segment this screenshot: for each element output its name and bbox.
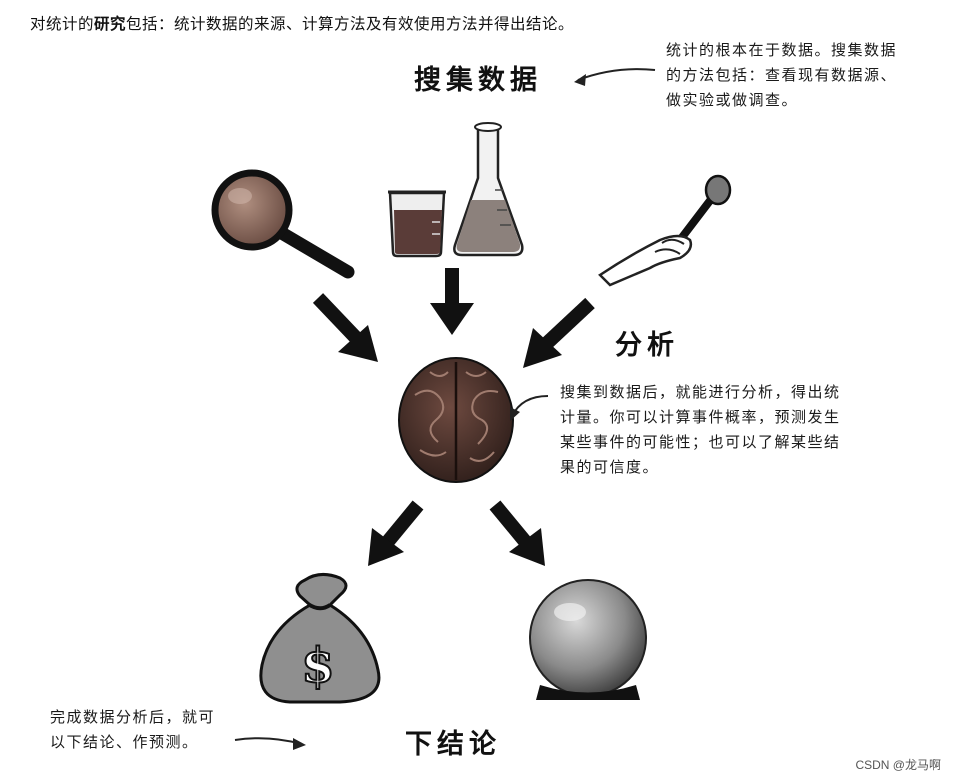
title-collect-data: 搜集数据 [414,65,542,96]
arrow-flask-to-brain [430,268,474,335]
title-conclude: 下结论 [405,729,501,760]
svg-text:$: $ [301,638,334,694]
brain-icon [398,357,514,483]
intro-part-1: 对统计的 [30,15,95,33]
intro-text: 对统计的研究包括：统计数据的来源、计算方法及有效使用方法并得出结论。 [30,8,670,40]
intro-bold-research: 研究 [94,15,127,33]
note-arrow-conclude [234,737,306,750]
watermark: CSDN @龙马啊 [855,758,941,772]
note-analyze: 搜集到数据后，就能进行分析，得出统计量。你可以计算事件概率，预测发生某些事件的可… [560,383,841,476]
note-arrow-analyze [510,395,549,421]
note-collect-data: 统计的根本在于数据。搜集数据的方法包括：查看现有数据源、做实验或做调查。 [666,41,898,109]
arrow-magnifier-to-brain [312,293,378,362]
note-conclude: 完成数据分析后，就可以下结论、作预测。 [50,708,216,751]
crystal-ball-icon [529,579,647,700]
flask-icon [453,122,524,257]
arrow-brain-to-crystalball [489,500,545,566]
title-analyze: 分析 [615,330,679,361]
intro-part-2: 包括：统计数据的来源、计算方法及有效使用方法并得出结论。 [126,15,575,33]
note-arrow-collect [574,68,656,86]
magnifier-icon [211,169,355,279]
arrow-microphone-to-brain [523,297,595,368]
arrow-brain-to-moneybag [368,500,424,566]
beaker-icon [388,190,446,258]
money-bag-icon: $ [259,573,381,704]
microphone-icon [598,174,732,287]
